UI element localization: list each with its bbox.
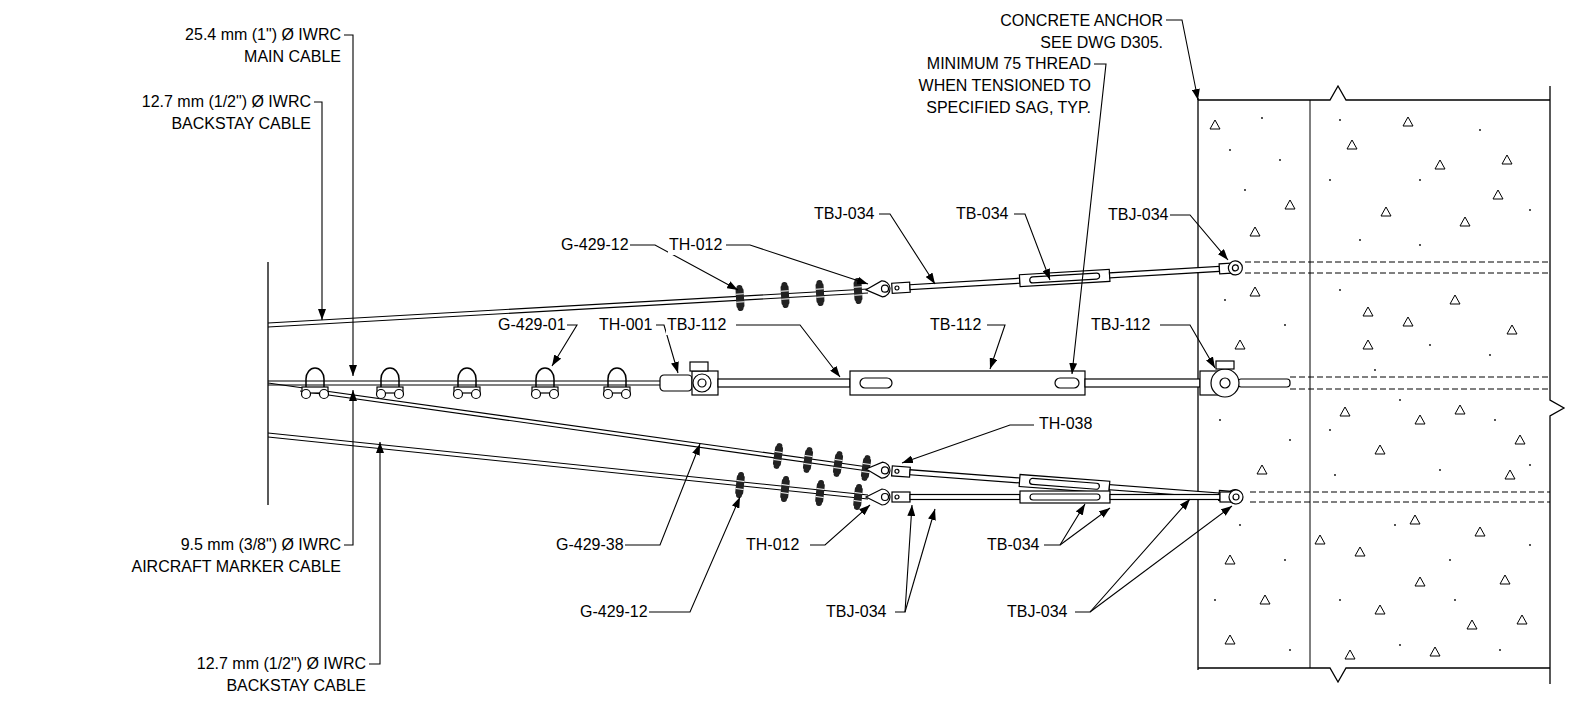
part-label: TH-001	[598, 315, 653, 335]
part-label: TB-034	[986, 535, 1040, 555]
part-label: TBJ-112	[666, 315, 727, 335]
leader-lines	[314, 20, 1232, 664]
main-turnbuckle	[660, 361, 1290, 397]
part-label: TBJ-034	[825, 602, 887, 622]
note-label: MINIMUM 75 THREAD WHEN TENSIONED TO SPEC…	[905, 53, 1092, 119]
part-label: G-429-01	[497, 315, 567, 335]
part-label: TB-034	[955, 204, 1009, 224]
part-label: G-429-38	[555, 535, 625, 555]
part-label: TB-112	[929, 315, 982, 335]
note-label: 9.5 mm (3/8") Ø IWRC AIRCRAFT MARKER CAB…	[125, 534, 342, 578]
part-label: G-429-12	[560, 235, 630, 255]
part-label: TH-012	[745, 535, 800, 555]
part-label: TBJ-034	[1006, 602, 1068, 622]
part-label: G-429-12	[579, 602, 649, 622]
note-label: 12.7 mm (1/2") Ø IWRC BACKSTAY CABLE	[115, 91, 312, 135]
cables	[268, 289, 868, 499]
part-label: TBJ-034	[1107, 205, 1169, 225]
part-label: TH-012	[668, 235, 723, 255]
part-label: TBJ-034	[813, 204, 875, 224]
note-label: 12.7 mm (1/2") Ø IWRC BACKSTAY CABLE	[170, 653, 367, 697]
concrete-anchor	[1198, 86, 1564, 684]
part-label: TBJ-112	[1090, 315, 1151, 335]
concrete-texture	[1210, 117, 1531, 659]
cable-clips	[302, 368, 631, 399]
part-label: TH-038	[1038, 414, 1093, 434]
note-label: 25.4 mm (1") Ø IWRC MAIN CABLE	[160, 24, 342, 68]
note-label: CONCRETE ANCHOR SEE DWG D305.	[997, 10, 1164, 54]
